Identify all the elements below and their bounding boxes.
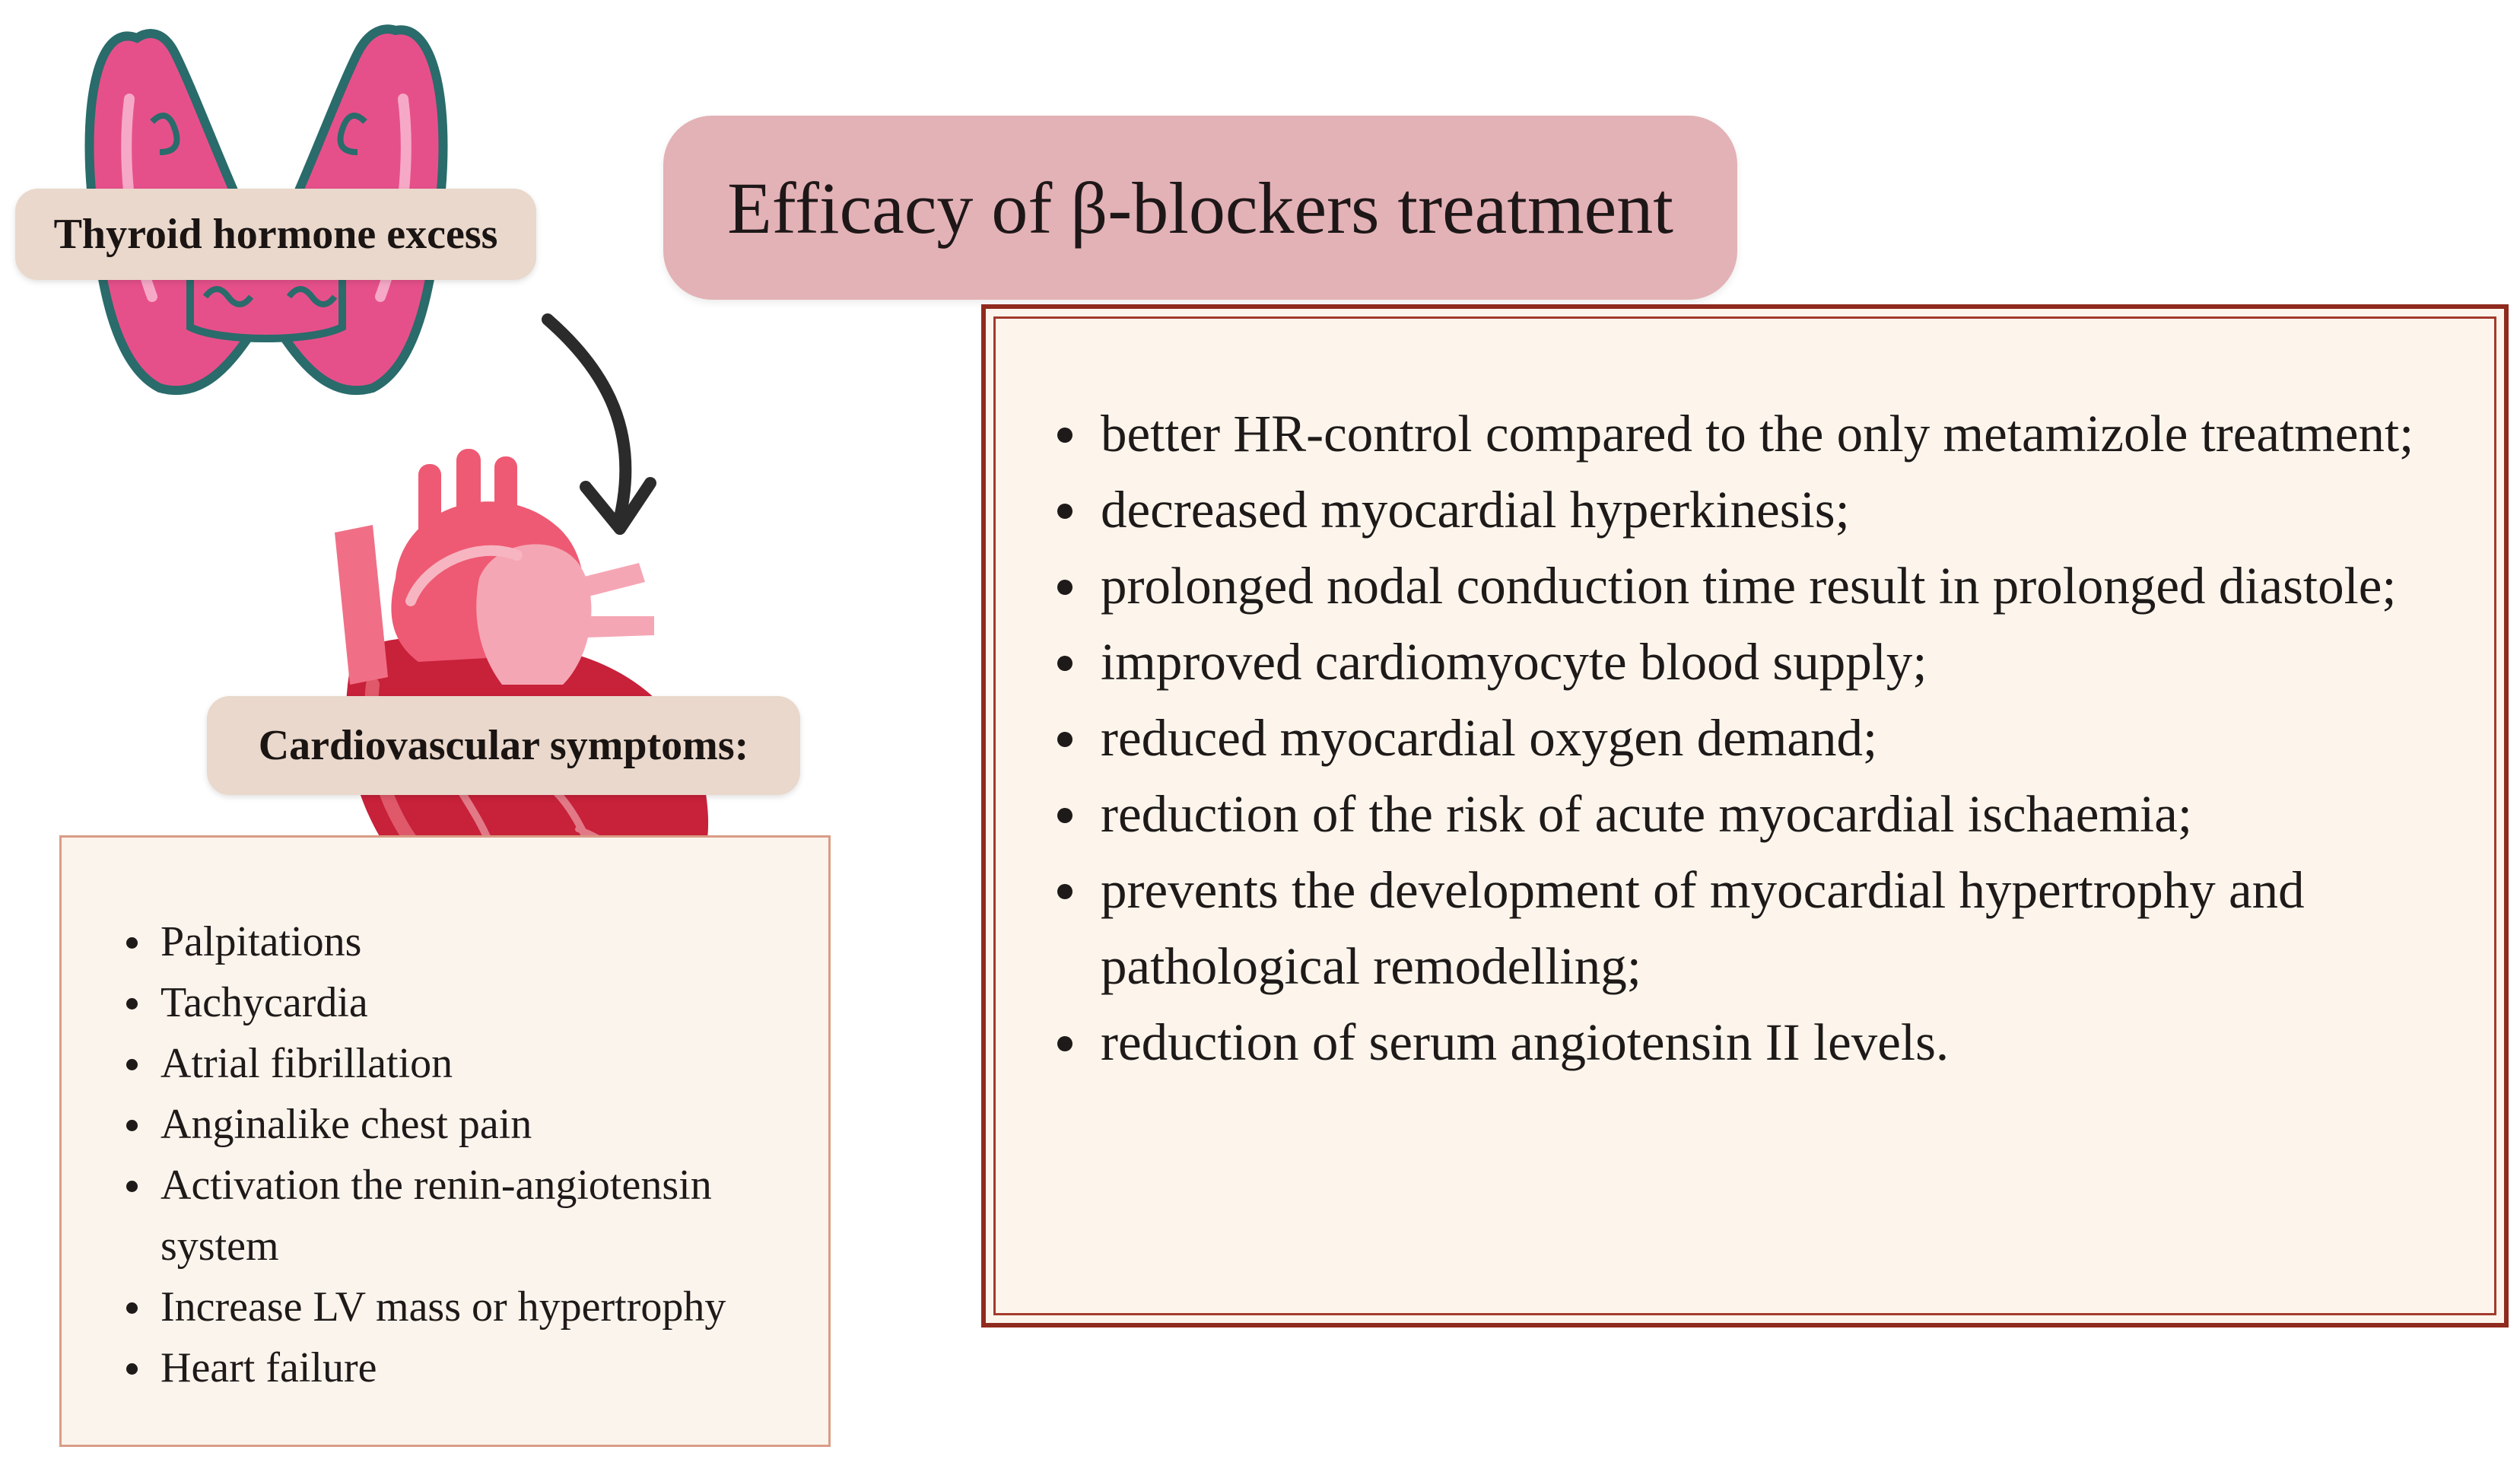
- page-title: Efficacy of β-blockers treatment: [727, 167, 1673, 249]
- thyroid-hormone-excess-label: Thyroid hormone excess: [15, 189, 536, 280]
- symptoms-list: Palpitations Tachycardia Atrial fibrilla…: [0, 911, 806, 1398]
- symptoms-box: [59, 835, 831, 1447]
- efficacy-item: better HR-control compared to the only m…: [1019, 396, 2464, 472]
- efficacy-list: better HR-control compared to the only m…: [1019, 396, 2464, 1080]
- efficacy-box: [981, 304, 2509, 1328]
- symptom-item: Anginalike chest pain: [0, 1094, 799, 1155]
- title-banner: Efficacy of β-blockers treatment: [663, 116, 1737, 300]
- curved-arrow-icon: [542, 313, 656, 535]
- efficacy-item: decreased myocardial hyperkinesis;: [1019, 472, 2464, 548]
- symptom-item: Increase LV mass or hypertrophy: [0, 1277, 799, 1337]
- efficacy-item: reduction of serum angiotensin II levels…: [1019, 1004, 2464, 1080]
- symptom-item: Palpitations: [0, 911, 799, 972]
- cardiovascular-symptoms-label: Cardiovascular symptoms:: [207, 696, 800, 795]
- efficacy-inner-border: [993, 316, 2496, 1315]
- symptom-item: Heart failure: [0, 1337, 799, 1398]
- symptom-item: Tachycardia: [0, 972, 799, 1033]
- efficacy-item: reduction of the risk of acute myocardia…: [1019, 776, 2464, 852]
- symptom-item: Atrial fibrillation: [0, 1033, 799, 1094]
- symptom-item: Activation the renin-angiotensin system: [0, 1155, 799, 1277]
- efficacy-item: prevents the development of myocardial h…: [1019, 852, 2464, 1004]
- efficacy-item: reduced myocardial oxygen demand;: [1019, 700, 2464, 776]
- efficacy-item: improved cardiomyocyte blood supply;: [1019, 624, 2464, 700]
- efficacy-item: prolonged nodal conduction time result i…: [1019, 548, 2464, 624]
